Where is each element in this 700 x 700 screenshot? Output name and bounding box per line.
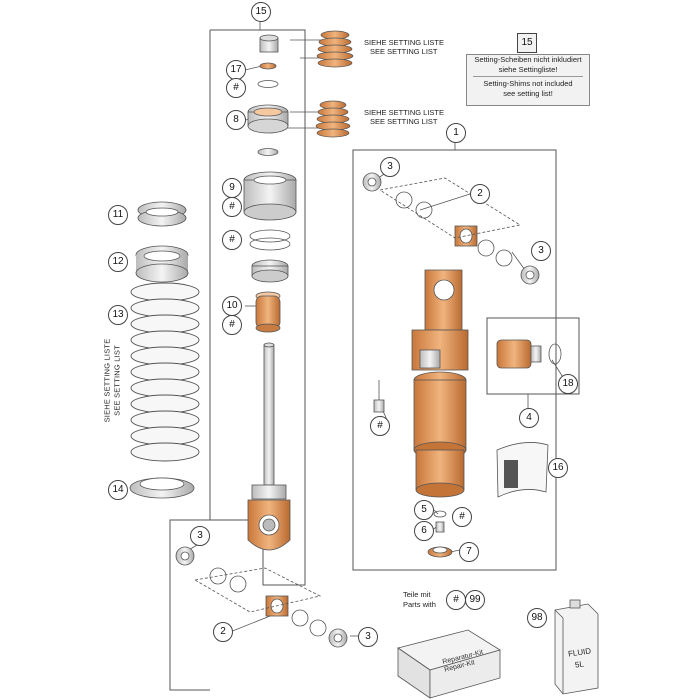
shims-note-en-2: see setting list! xyxy=(503,88,553,98)
shims-note-divider xyxy=(473,76,583,77)
spring-adjuster-ring-12 xyxy=(135,245,189,283)
o-rings xyxy=(249,229,291,251)
callout-7: 7 xyxy=(459,542,479,562)
repair-kit-box xyxy=(397,629,501,699)
callout-13: 13 xyxy=(108,305,128,325)
callout-18: 18 xyxy=(558,374,578,394)
shims-note-de-2: siehe Settingliste! xyxy=(498,64,558,74)
callout-4: 4 xyxy=(519,408,539,428)
callout-8: 8 xyxy=(226,110,246,130)
callout-hash-g: # xyxy=(446,590,466,610)
washer-mid xyxy=(257,148,279,156)
bottom-bearing-group xyxy=(175,546,348,648)
assembly-frame-valve xyxy=(486,317,580,395)
callout-hash-e: # xyxy=(370,416,390,436)
callout-12: 12 xyxy=(108,252,128,272)
callout-1: 1 xyxy=(446,123,466,143)
shims-note-de-1: Setting-Scheiben nicht inkludiert xyxy=(474,55,582,64)
callout-14: 14 xyxy=(108,480,128,500)
shim-stack-mid xyxy=(315,100,351,138)
callout-3-d: 3 xyxy=(358,627,378,647)
small-parts-5-6-7 xyxy=(427,510,453,558)
setting-list-vertical-de: SIEHE SETTING LISTE xyxy=(102,338,112,423)
piston-8 xyxy=(247,104,289,134)
callout-17: 17 xyxy=(226,60,246,80)
spring-seat-14 xyxy=(129,477,195,499)
setting-list-de-2: SIEHE SETTING LISTE xyxy=(364,108,445,117)
callout-9: 9 xyxy=(222,178,242,198)
setting-list-en-2: SEE SETTING LIST xyxy=(370,117,438,126)
setting-list-en-1: SEE SETTING LIST xyxy=(370,47,438,56)
top-bearing-group xyxy=(362,172,540,285)
shims-note: Setting-Scheiben nicht inkludiert siehe … xyxy=(466,54,590,106)
shock-body xyxy=(411,269,469,498)
callout-15-note: 15 xyxy=(517,33,537,53)
callout-hash-c: # xyxy=(222,230,242,250)
fluid-can xyxy=(554,599,599,695)
washer-17 xyxy=(257,62,279,88)
assembly-frame-right xyxy=(352,149,557,571)
callout-10: 10 xyxy=(222,296,242,316)
callout-2-a: 2 xyxy=(470,184,490,204)
callout-99: 99 xyxy=(465,590,485,610)
shims-note-en-1: Setting-Shims not included xyxy=(483,79,573,88)
callout-16: 16 xyxy=(548,458,568,478)
callout-3-c: 3 xyxy=(190,526,210,546)
callout-5: 5 xyxy=(414,500,434,520)
callout-hash-a: # xyxy=(226,78,246,98)
callout-3-b: 3 xyxy=(531,241,551,261)
callout-98: 98 xyxy=(527,608,547,628)
fluid-volume-label: 5L xyxy=(574,659,585,670)
rod-eye xyxy=(247,484,291,551)
parts-with-en: Parts with xyxy=(403,600,436,609)
bleed-screw xyxy=(373,380,385,413)
spring-adjuster-ring-11 xyxy=(137,201,187,227)
callout-hash-f: # xyxy=(452,507,472,527)
callout-3-a: 3 xyxy=(380,157,400,177)
callout-2-b: 2 xyxy=(213,622,233,642)
setting-list-de-1: SIEHE SETTING LISTE xyxy=(364,38,445,47)
main-spring-13 xyxy=(130,282,200,462)
rod-nut-15 xyxy=(259,34,279,53)
callout-11: 11 xyxy=(108,205,128,225)
setting-list-vertical-en: SEE SETTING LIST xyxy=(112,345,122,416)
assembly-frame-left xyxy=(169,29,306,691)
callout-hash-d: # xyxy=(222,315,242,335)
seal-head-9 xyxy=(243,171,297,221)
bump-rubber-10 xyxy=(255,291,281,333)
callout-15-top: 15 xyxy=(251,2,271,22)
callout-hash-b: # xyxy=(222,197,242,217)
sticker-16 xyxy=(496,442,549,498)
parts-with-de: Teile mit xyxy=(403,590,431,599)
shim-stack-top xyxy=(316,30,354,68)
callout-6: 6 xyxy=(414,521,434,541)
piston-rod xyxy=(263,342,275,486)
valve-18 xyxy=(496,339,562,369)
bushing xyxy=(251,259,289,283)
